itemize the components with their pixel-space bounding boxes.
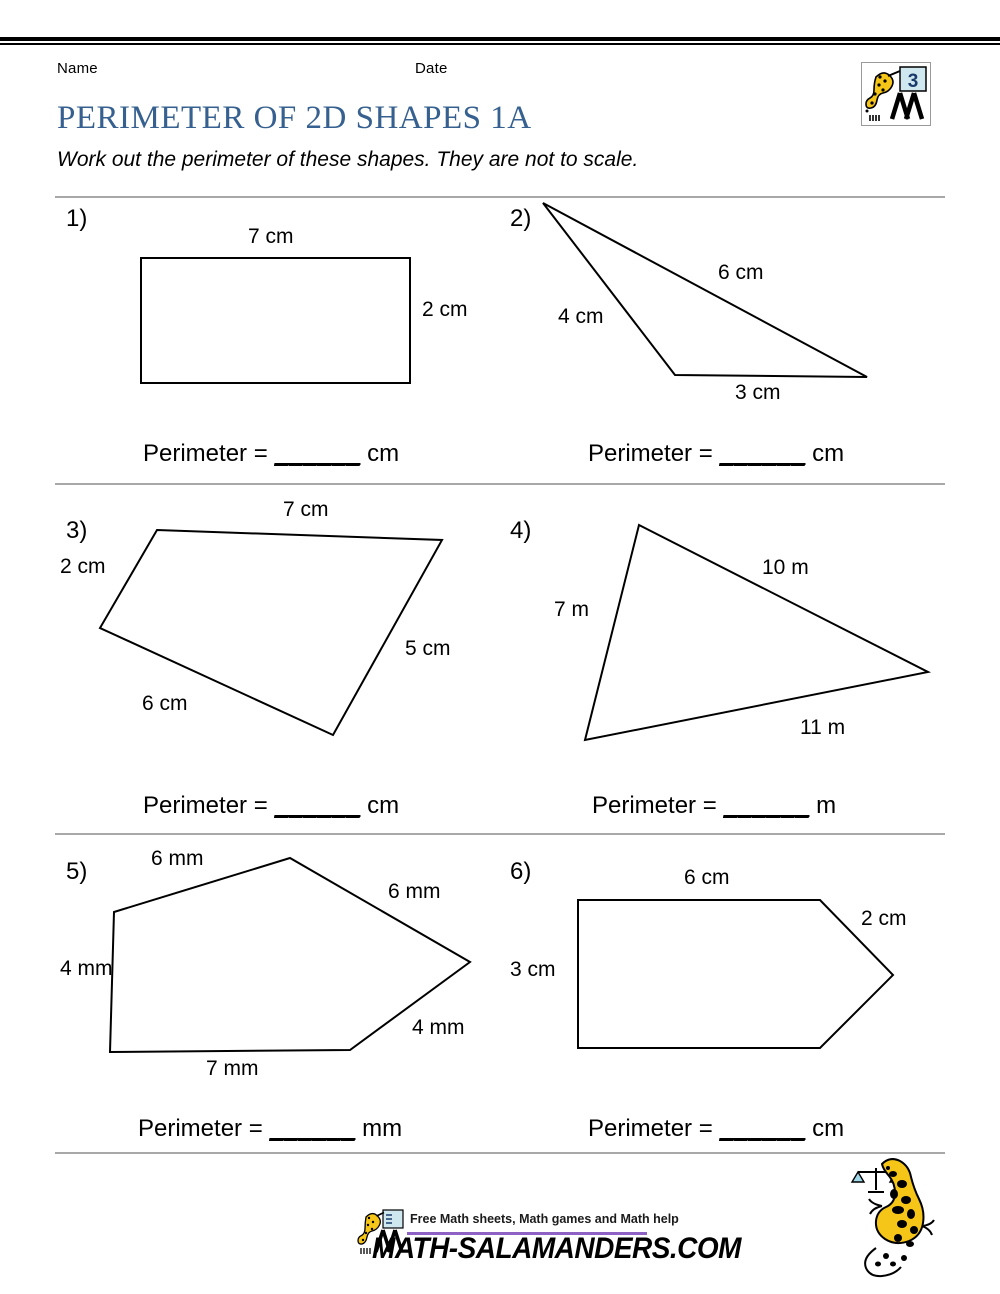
problem-2-answer-blank[interactable]: ______ [719, 440, 806, 467]
problem-3-label-top: 7 cm [283, 498, 329, 521]
problem-3-answer-prefix: Perimeter = [143, 792, 268, 819]
problem-2-answer-line: Perimeter = ______ cm [588, 440, 844, 468]
problem-4-label-right-top: 10 m [762, 556, 809, 579]
problem-5-label-top-right: 6 mm [388, 880, 441, 903]
problem-1-label-top: 7 cm [248, 225, 294, 248]
problem-5-label-top-left: 6 mm [151, 847, 204, 870]
problem-2-answer-unit: cm [812, 440, 845, 467]
problem-6-label-top: 6 cm [684, 866, 730, 889]
footer-tagline: Free Math sheets, Math games and Math he… [410, 1212, 679, 1226]
problem-4-answer-line: Perimeter = ______ m [592, 792, 836, 820]
footer-salamander-icon [357, 1209, 404, 1254]
problem-5-answer-blank[interactable]: ______ [269, 1115, 356, 1142]
problem-5-answer-line: Perimeter = ______ mm [138, 1115, 402, 1143]
problem-3-label-left: 2 cm [60, 555, 106, 578]
problem-1-number: 1) [66, 205, 88, 232]
problem-6-answer-prefix: Perimeter = [588, 1115, 713, 1142]
problem-3-label-right: 5 cm [405, 637, 451, 660]
problem-3-answer-blank[interactable]: ______ [274, 792, 361, 819]
salamander-teacher-icon: 3 [865, 66, 927, 121]
problem-5-label-left: 4 mm [60, 957, 113, 980]
problem-1-answer-unit: cm [367, 440, 400, 467]
problem-1-answer-line: Perimeter = ______ cm [143, 440, 399, 468]
problem-3-label-bottom: 6 cm [142, 692, 188, 715]
problem-5-label-bottom-right: 4 mm [412, 1016, 465, 1039]
corner-salamander-with-scales-icon [850, 1158, 935, 1278]
grade-badge-logo: 3 [861, 62, 931, 126]
problem-6-answer-blank[interactable]: ______ [719, 1115, 806, 1142]
problem-4-number: 4) [510, 517, 532, 544]
problem-1-answer-blank[interactable]: ______ [274, 440, 361, 467]
date-label: Date [415, 60, 448, 77]
problem-2-number: 2) [510, 205, 532, 232]
page-title: PERIMETER OF 2D SHAPES 1A [57, 100, 532, 136]
problem-2-label-hyp: 6 cm [718, 261, 764, 284]
problem-2-answer-prefix: Perimeter = [588, 440, 713, 467]
footer-underline-bar [407, 1232, 647, 1235]
problem-6-answer-unit: cm [812, 1115, 845, 1142]
section-divider-3 [55, 833, 945, 835]
problem-1-label-right: 2 cm [422, 298, 468, 321]
problem-4-answer-unit: m [816, 792, 837, 819]
problem-6-number: 6) [510, 858, 532, 885]
problem-3-number: 3) [66, 517, 88, 544]
problem-4-answer-prefix: Perimeter = [592, 792, 717, 819]
problem-5-number: 5) [66, 858, 88, 885]
problem-5-label-bottom: 7 mm [206, 1057, 259, 1080]
problem-2-label-left: 4 cm [558, 305, 604, 328]
problem-5-answer-prefix: Perimeter = [138, 1115, 263, 1142]
top-rule-thick [0, 37, 1000, 41]
section-divider-4 [55, 1152, 945, 1154]
problem-1-answer-prefix: Perimeter = [143, 440, 268, 467]
problem-3-answer-unit: cm [367, 792, 400, 819]
page-subtitle: Work out the perimeter of these shapes. … [57, 148, 639, 171]
problem-4-label-left: 7 m [554, 598, 590, 621]
problem-5-answer-unit: mm [362, 1115, 403, 1142]
problem-3-answer-line: Perimeter = ______ cm [143, 792, 399, 820]
grade-number: 3 [908, 71, 919, 92]
problem-6-label-slant: 2 cm [861, 907, 907, 930]
name-label: Name [57, 60, 98, 77]
problem-6-answer-line: Perimeter = ______ cm [588, 1115, 844, 1143]
problem-2-label-base: 3 cm [735, 381, 781, 404]
section-divider-2 [55, 483, 945, 485]
top-rule-thin [0, 43, 1000, 45]
problem-4-answer-blank[interactable]: ______ [723, 792, 810, 819]
problem-6-label-left: 3 cm [510, 958, 556, 981]
problem-4-label-bottom: 11 m [800, 716, 846, 739]
footer-domain[interactable]: MATH-SALAMANDERS.COM [372, 1232, 742, 1265]
section-divider-1 [55, 196, 945, 198]
